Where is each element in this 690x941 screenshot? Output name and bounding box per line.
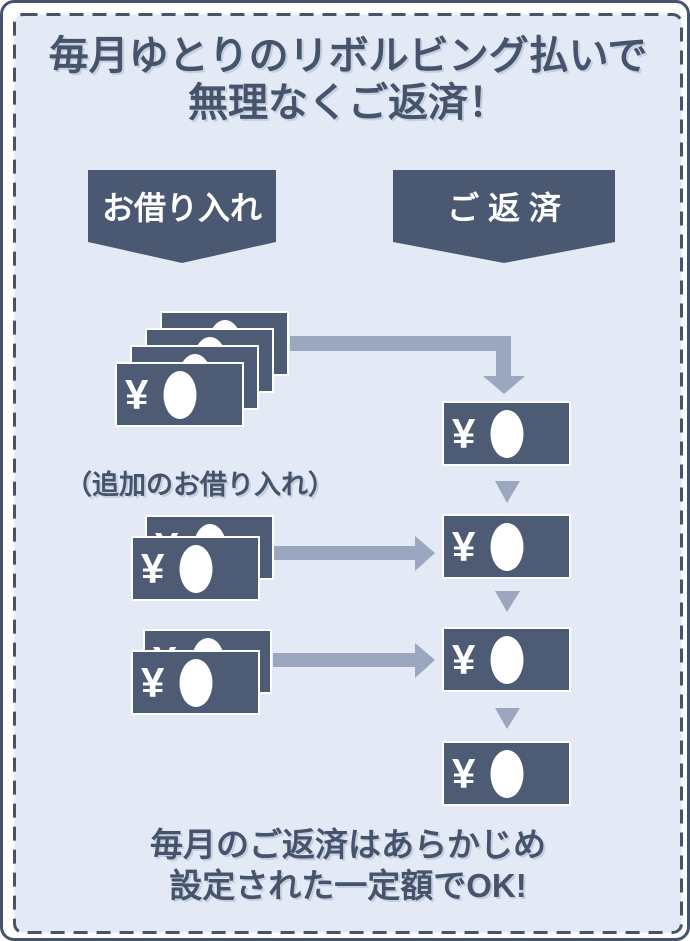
banner-repayment: ご 返 済 xyxy=(393,170,615,263)
diagram-content: 毎月ゆとりのリボルビング払いで 無理なくご返済！ お借り入れ ご 返 済 ¥ ¥ ¥… xyxy=(3,3,687,938)
yen-symbol: ¥ xyxy=(141,658,165,706)
additional-borrow-note: （追加のお借り入れ） xyxy=(65,470,335,500)
page-title-line1: 毎月ゆとりのリボルビング払いで xyxy=(48,34,648,78)
money-bill-additional-borrowing-2: ¥ xyxy=(131,650,260,715)
down-arrow-icon xyxy=(495,481,520,503)
banner-borrowing-label: お借り入れ xyxy=(101,190,262,226)
money-bill-repayment: ¥ xyxy=(442,514,571,579)
bill-oval xyxy=(179,658,212,707)
page-title-line2: 無理なくご返済！ xyxy=(188,81,508,126)
banner-borrowing: お借り入れ xyxy=(88,170,276,263)
banner-repayment-label: ご 返 済 xyxy=(447,190,561,226)
footer-line2: 設定された一定額でOK! xyxy=(169,866,527,904)
yen-symbol: ¥ xyxy=(141,544,165,592)
bill-oval xyxy=(490,749,523,798)
money-bill-initial-borrowing: ¥ xyxy=(115,362,244,427)
yen-symbol: ¥ xyxy=(452,409,476,457)
yen-symbol: ¥ xyxy=(452,749,476,797)
yen-symbol: ¥ xyxy=(125,370,149,418)
bill-oval xyxy=(163,370,196,419)
elbow-arrow-icon xyxy=(290,336,525,394)
yen-symbol: ¥ xyxy=(452,635,476,683)
money-bill-repayment: ¥ xyxy=(442,627,571,692)
yen-symbol: ¥ xyxy=(452,522,476,570)
right-arrow-icon xyxy=(273,643,435,678)
bill-oval xyxy=(179,544,212,593)
bill-oval xyxy=(490,635,523,684)
money-bill-repayment: ¥ xyxy=(442,741,571,806)
bill-oval xyxy=(490,522,523,571)
bill-oval xyxy=(490,409,523,458)
money-bill-repayment: ¥ xyxy=(442,401,571,466)
down-arrow-icon xyxy=(495,708,520,729)
down-arrow-icon xyxy=(495,591,520,612)
footer-line1: 毎月のご返済はあらかじめ xyxy=(150,826,546,863)
right-arrow-icon xyxy=(273,536,435,571)
money-bill-additional-borrowing-1: ¥ xyxy=(131,536,260,601)
page-title: 毎月ゆとりのリボルビング払いで 無理なくご返済！ xyxy=(3,33,687,127)
footer-text: 毎月のご返済はあらかじめ 設定された一定額でOK! xyxy=(3,825,687,907)
